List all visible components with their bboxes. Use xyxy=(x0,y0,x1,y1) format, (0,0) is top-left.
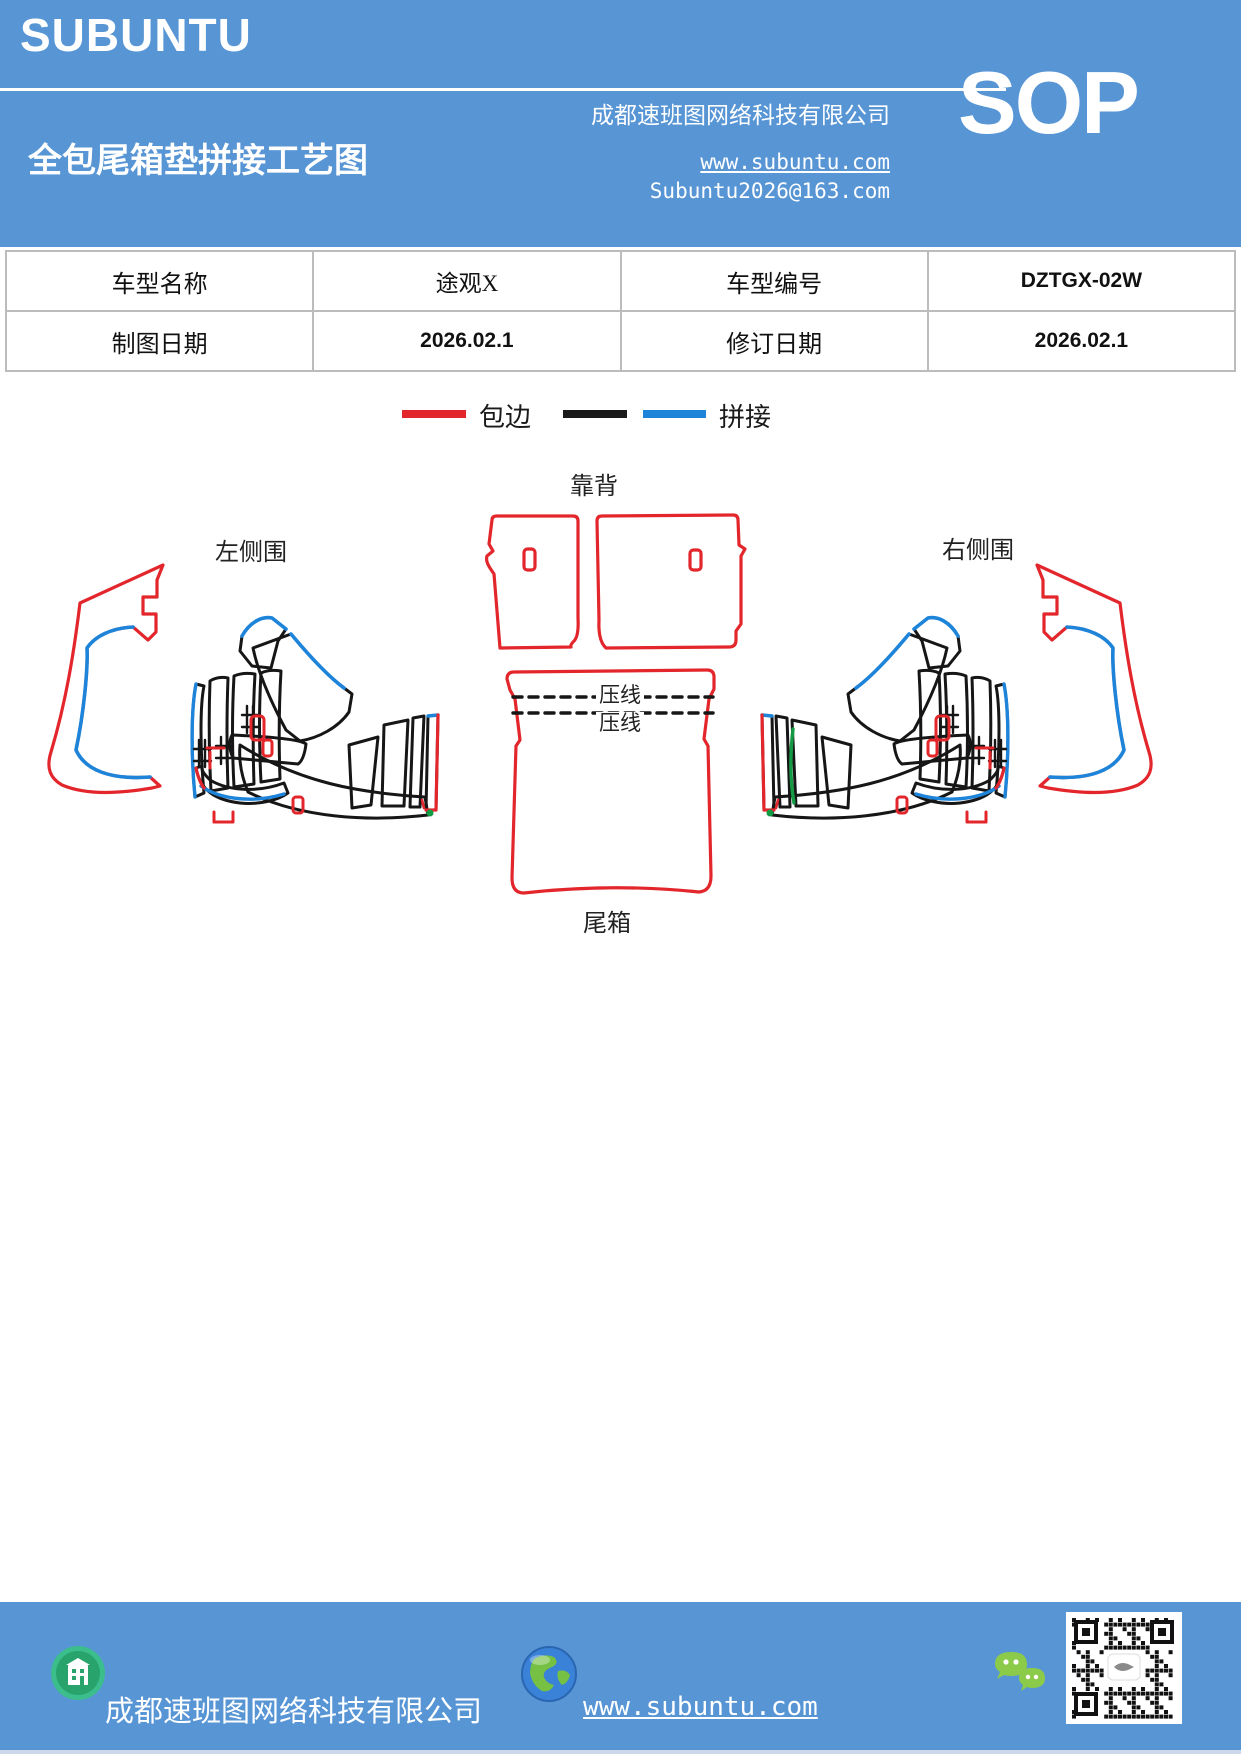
header-band: SUBUNTU 全包尾箱垫拼接工艺图 成都速班图网络科技有限公司 www.sub… xyxy=(0,0,1241,247)
vehicle-info-table: 车型名称 途观X 车型编号 DZTGX-02W 制图日期 2026.02.1 修… xyxy=(4,250,1237,372)
legend-blue-swatch xyxy=(643,410,706,418)
model-name-label: 车型名称 xyxy=(4,250,315,312)
page-title: 全包尾箱垫拼接工艺图 xyxy=(28,142,368,180)
press-line-label-1: 压线 xyxy=(596,684,644,708)
qr-code xyxy=(1066,1612,1182,1724)
legend-binding-label: 包边 xyxy=(479,402,532,432)
sop-label: SOP xyxy=(958,53,1140,152)
footer-company-name: 成都速班图网络科技有限公司 xyxy=(105,1696,483,1728)
draw-date-value: 2026.02.1 xyxy=(312,310,622,372)
revise-date-label: 修订日期 xyxy=(619,310,929,372)
draw-date-label: 制图日期 xyxy=(4,310,315,372)
table-row: 车型名称 途观X 车型编号 DZTGX-02W xyxy=(4,250,1237,312)
header-email[interactable]: Subuntu2026@163.com xyxy=(649,179,890,203)
header-website-link[interactable]: www.subuntu.com xyxy=(700,150,890,174)
backrest-right-panel xyxy=(595,513,747,650)
table-row: 制图日期 2026.02.1 修订日期 2026.02.1 xyxy=(4,310,1237,372)
right-side-group xyxy=(762,565,1151,822)
footer-website-link[interactable]: www.subuntu.com xyxy=(583,1692,818,1722)
revise-date-value: 2026.02.1 xyxy=(926,310,1237,372)
header-divider xyxy=(0,88,1006,91)
left-side-group xyxy=(49,565,438,822)
right-side-label: 右侧围 xyxy=(942,537,1014,564)
trunk-label: 尾箱 xyxy=(583,910,631,937)
model-code-value: DZTGX-02W xyxy=(926,250,1237,312)
backrest-label: 靠背 xyxy=(570,473,618,500)
backrest-left-panel xyxy=(484,514,580,650)
trunk-panel xyxy=(505,668,716,895)
legend-black-swatch xyxy=(563,410,627,418)
header-company-name: 成都速班图网络科技有限公司 xyxy=(591,103,890,128)
legend-stitch-label: 拼接 xyxy=(719,402,772,432)
footer-bottom-edge xyxy=(0,1750,1241,1754)
left-side-label: 左侧围 xyxy=(215,539,287,566)
company-logo: SUBUNTU xyxy=(20,9,252,61)
model-name-value: 途观X xyxy=(312,250,622,312)
wechat-icon xyxy=(995,1652,1045,1691)
right-green-seam xyxy=(789,727,796,805)
model-code-label: 车型编号 xyxy=(619,250,929,312)
building-icon xyxy=(51,1646,105,1700)
globe-icon xyxy=(521,1646,577,1702)
legend-red-swatch xyxy=(402,410,466,418)
press-line-label-2: 压线 xyxy=(596,712,644,736)
